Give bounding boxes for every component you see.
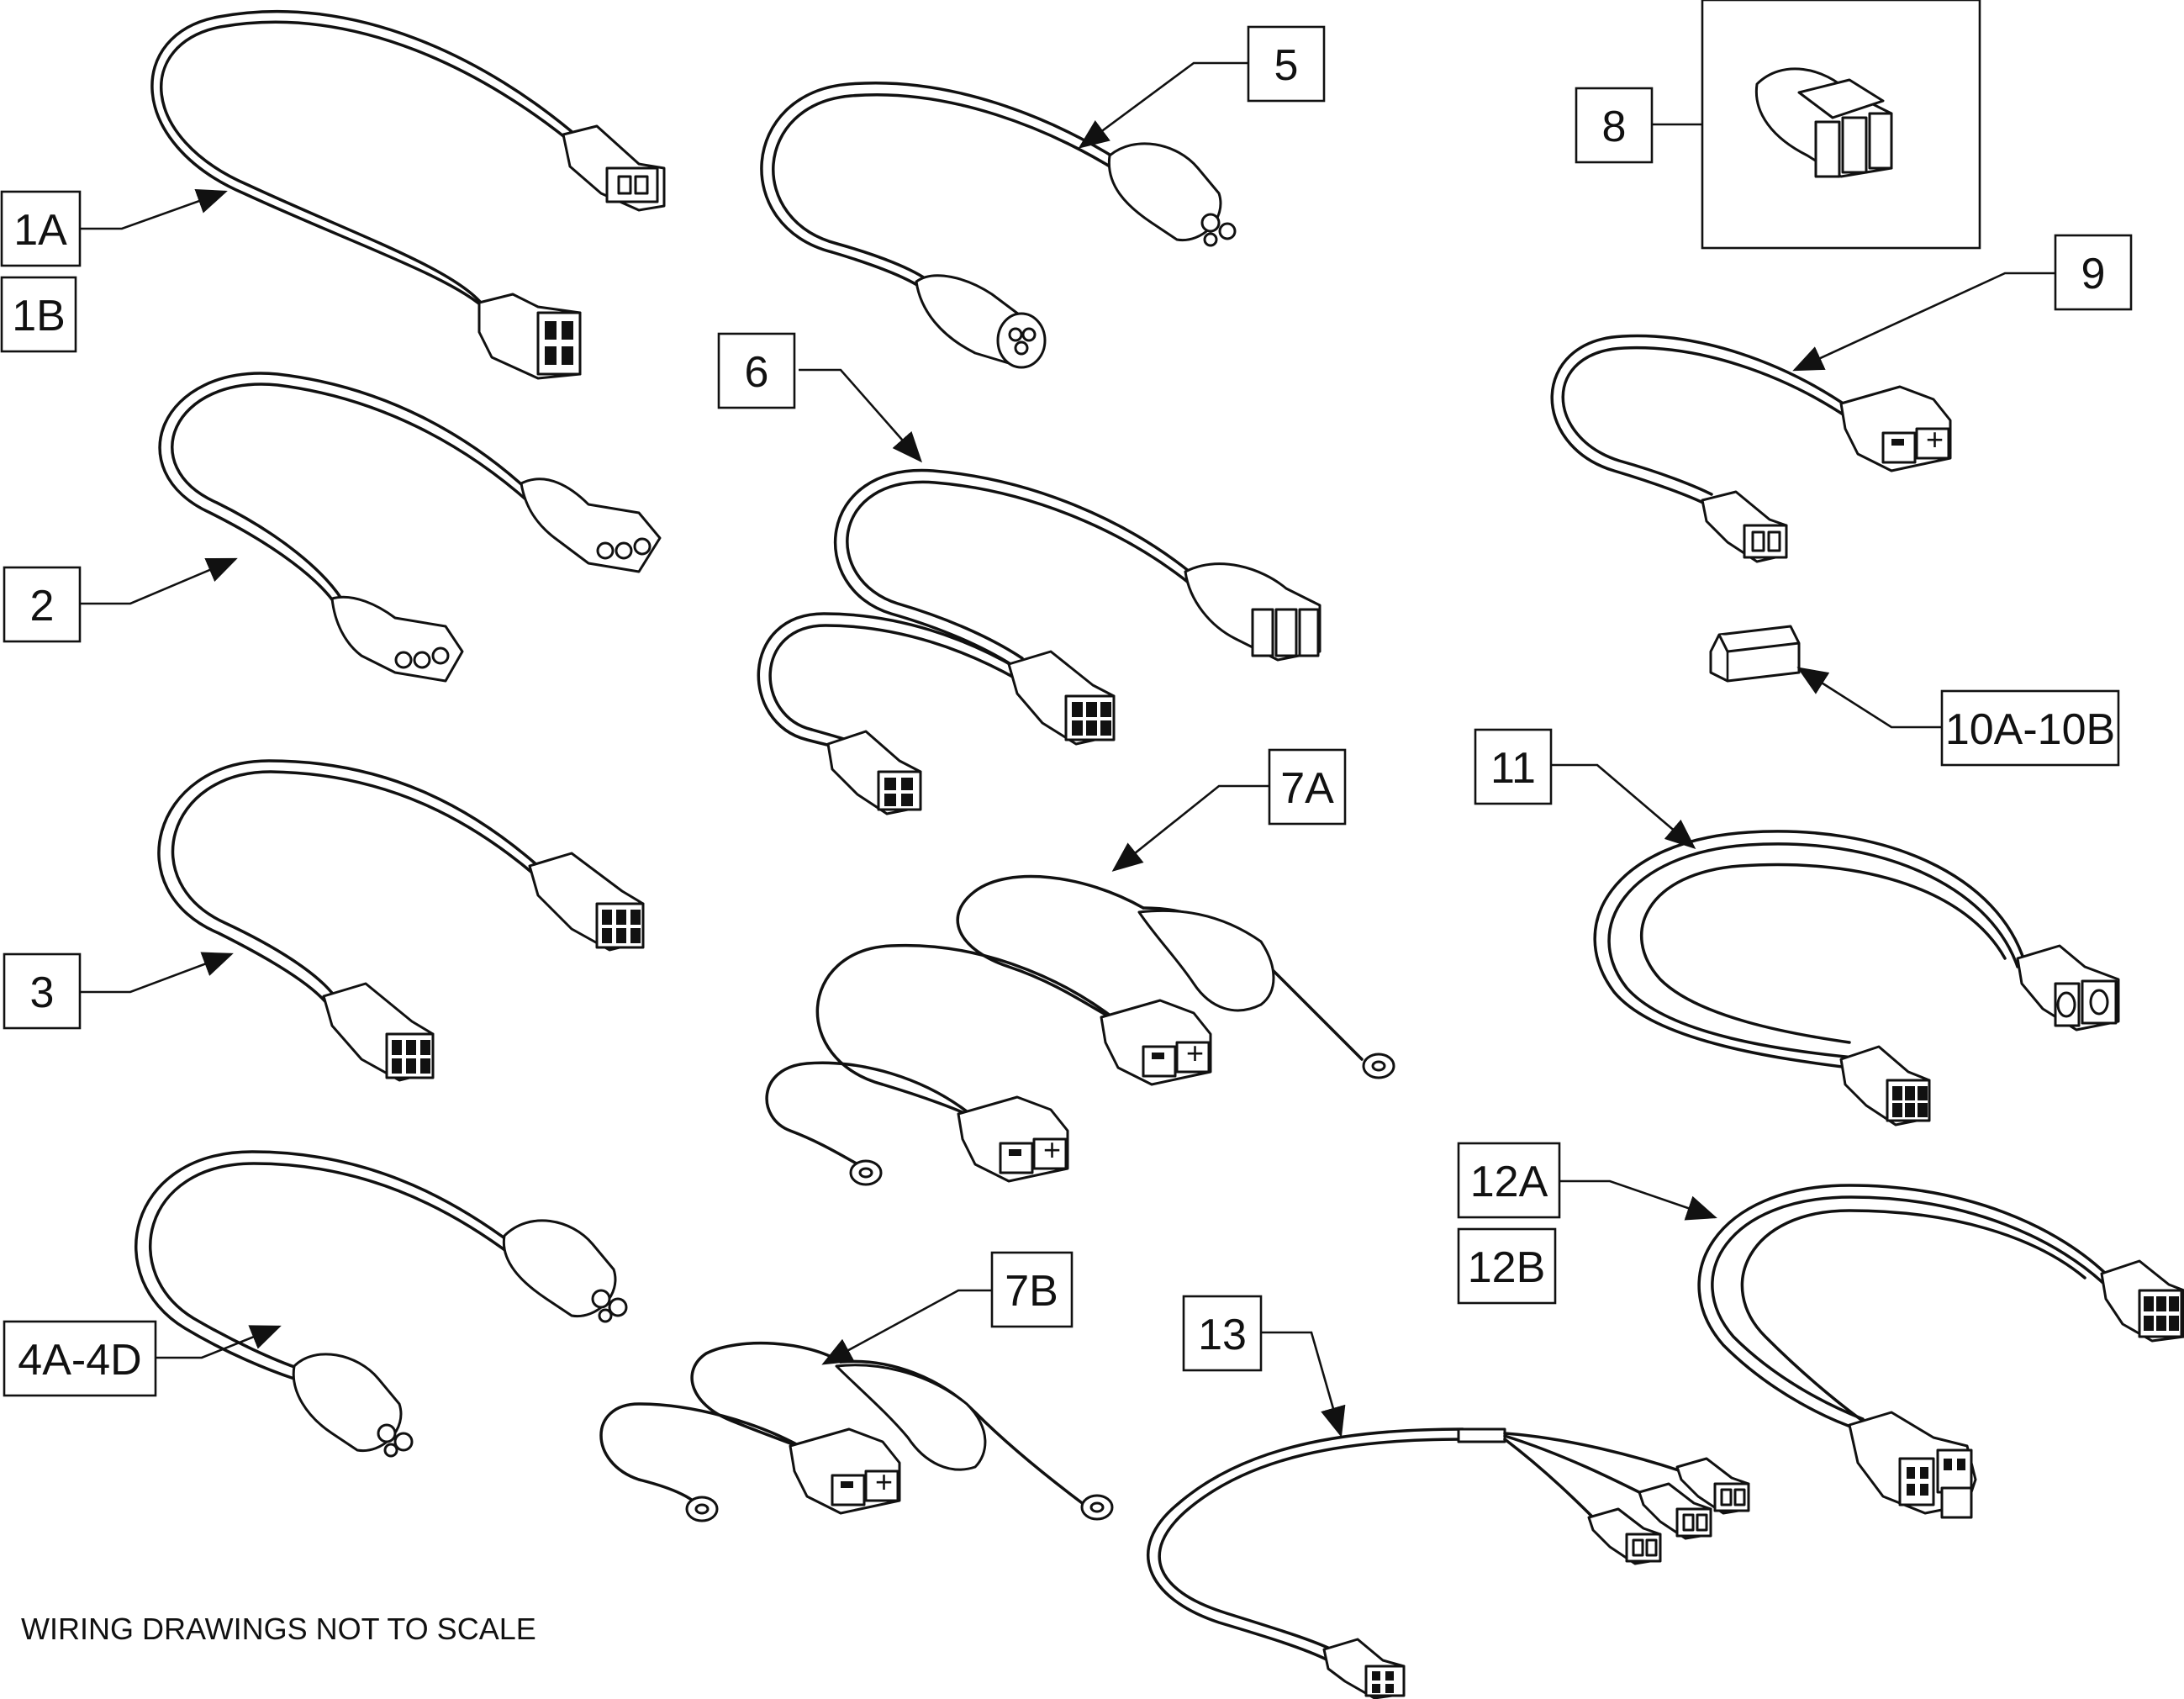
label-6: 6 <box>717 332 796 409</box>
cable-3 <box>157 759 645 1082</box>
label-11: 11 <box>1474 728 1553 805</box>
cable-9: + <box>1550 334 1952 563</box>
label-1b: 1B <box>0 276 77 353</box>
label-9: 9 <box>2054 234 2133 311</box>
round-connector-top <box>1107 142 1237 247</box>
ring-terminal-right <box>1080 1494 1114 1521</box>
svg-text:12B: 12B <box>1468 1243 1546 1292</box>
label-2: 2 <box>3 566 82 643</box>
label-7b: 7B <box>990 1251 1074 1328</box>
label-3: 3 <box>3 952 82 1030</box>
cable-7a: + + <box>765 874 1395 1186</box>
svg-text:4A-4D: 4A-4D <box>18 1336 141 1385</box>
connector-6pin-bottom <box>322 982 435 1082</box>
connector-4pin-flat-top <box>520 478 662 573</box>
power-connector: + <box>1839 385 1952 472</box>
cable-2 <box>158 372 662 683</box>
label-1a: 1A <box>0 190 82 267</box>
svg-text:+: + <box>875 1464 893 1499</box>
label-12a: 12A <box>1457 1142 1561 1219</box>
connector-6pin <box>1839 1045 1931 1127</box>
svg-text:8: 8 <box>1602 103 1627 151</box>
connector-4pin-flat-bottom <box>330 595 464 683</box>
connector-2pin <box>1701 490 1788 563</box>
label-5: 5 <box>1247 25 1326 103</box>
svg-text:6: 6 <box>745 348 769 397</box>
connector-3way-top <box>1184 562 1321 662</box>
label-10a-10b: 10A-10B <box>1940 689 2120 767</box>
connector-3way <box>2016 944 2120 1032</box>
cable-13 <box>1146 1427 1750 1699</box>
svg-text:+: + <box>1043 1132 1061 1167</box>
connector-6pin-top <box>528 852 645 952</box>
label-7a: 7A <box>1268 748 1347 826</box>
svg-text:10A-10B: 10A-10B <box>1945 705 2115 754</box>
svg-text:7A: 7A <box>1280 764 1334 813</box>
connector-4pin-end <box>1322 1638 1406 1699</box>
cable-1a-1b <box>150 9 666 380</box>
svg-text:3: 3 <box>30 968 55 1017</box>
label-12b: 12B <box>1457 1227 1557 1305</box>
cable-7b: + <box>599 1341 1114 1522</box>
svg-text:1A: 1A <box>13 206 67 255</box>
cable-4a-4d <box>135 1150 628 1458</box>
not-to-scale-note: WIRING DRAWINGS NOT TO SCALE <box>21 1612 536 1646</box>
label-4a-4d: 4A-4D <box>3 1320 157 1397</box>
svg-text:12A: 12A <box>1470 1158 1548 1206</box>
svg-text:+: + <box>1926 422 1944 456</box>
connector-6pin-right <box>2100 1259 2184 1343</box>
connector-2pin-b <box>1638 1482 1712 1540</box>
ring-terminal-left <box>685 1496 719 1522</box>
svg-text:9: 9 <box>2081 250 2106 298</box>
part-10-cap <box>1709 625 1801 683</box>
svg-text:11: 11 <box>1490 744 1536 793</box>
round-connector-bottom <box>292 1353 414 1458</box>
connector-4pin-bottom <box>477 293 582 380</box>
connector-2pin-a <box>1675 1457 1750 1515</box>
connector-2pin-c <box>1587 1507 1662 1565</box>
label-13: 13 <box>1182 1295 1263 1372</box>
power-connector-upper: + <box>1100 999 1212 1086</box>
svg-text:+: + <box>1186 1036 1204 1070</box>
ring-terminal-top <box>1362 1053 1395 1079</box>
ring-terminal-bottom <box>849 1159 883 1186</box>
connector-2pin-top <box>562 124 666 212</box>
svg-text:1B: 1B <box>12 292 66 340</box>
svg-text:5: 5 <box>1274 41 1299 90</box>
round-socket-bottom <box>915 274 1047 369</box>
label-8: 8 <box>1575 87 1654 164</box>
connector-4pin-bottom <box>826 730 922 815</box>
leader-lines <box>80 61 2055 1438</box>
cable-5 <box>760 82 1237 369</box>
power-connector-lower: + <box>957 1095 1069 1183</box>
connector-6pin-middle <box>1007 650 1116 746</box>
svg-text:2: 2 <box>30 582 55 631</box>
cable-6 <box>757 468 1321 815</box>
svg-text:7B: 7B <box>1005 1267 1058 1316</box>
svg-text:13: 13 <box>1198 1311 1247 1359</box>
cable-12a-12b <box>1697 1184 2184 1519</box>
connector-cluster <box>1848 1411 1977 1519</box>
power-connector: + <box>789 1427 901 1515</box>
part-8-connector <box>1701 0 1981 250</box>
cable-11 <box>1593 830 2120 1127</box>
round-connector-top <box>502 1219 628 1323</box>
